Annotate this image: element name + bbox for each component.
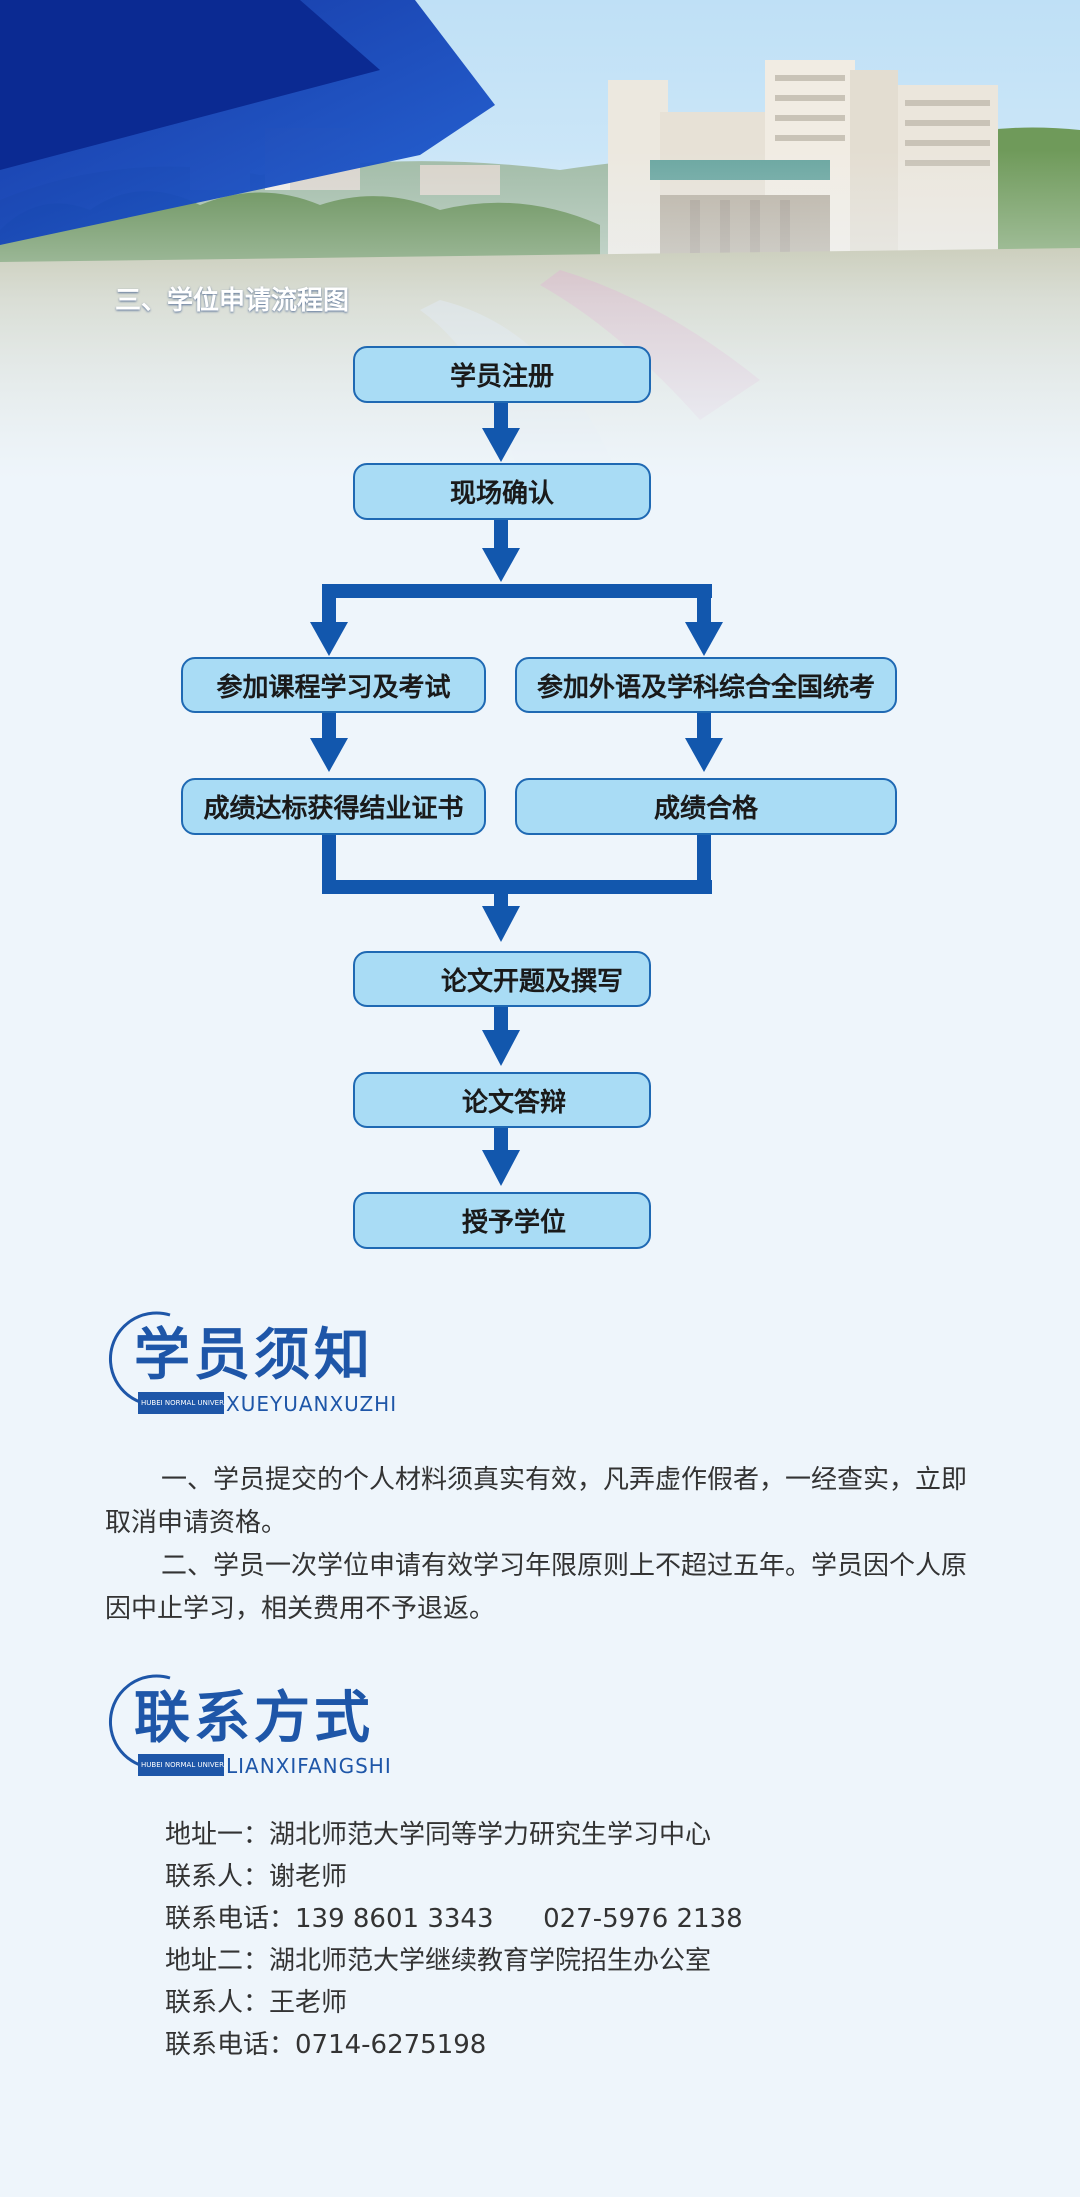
merge-right (697, 834, 711, 894)
step-exam: 参加外语及学科综合全国统考 (515, 657, 897, 713)
split-bar (322, 584, 712, 598)
flow-connectors (310, 402, 723, 1186)
arrow-exam-pass (697, 712, 711, 740)
contact-title-arc (109, 1674, 171, 1768)
contact-person-1: 联系人：谢老师 (165, 1862, 348, 1892)
step-course: 参加课程学习及考试 (181, 657, 486, 713)
contact-list: 地址一：湖北师范大学同等学力研究生学习中心 联系人：谢老师 联系电话：139 8… (165, 1814, 743, 2066)
step-confirm: 现场确认 (353, 463, 651, 520)
campus-photo (0, 0, 1080, 480)
step-defense: 论文答辩 (353, 1072, 651, 1128)
contact-subtitle: LIANXIFANGSHI (226, 1754, 392, 1778)
notice-tag: HUBEI NORMAL UNIVERSITY (138, 1392, 224, 1414)
step-thesis: 论文开题及撰写 (353, 951, 651, 1007)
flow-heading: 三、学位申请流程图 (115, 286, 350, 316)
notice-paragraph: 二、学员一次学位申请有效学习年限原则上不超过五年。学员因个人原因中止学习，相关费… (105, 1551, 968, 1624)
arrow-register-confirm (494, 402, 508, 430)
contact-tag: HUBEI NORMAL UNIVERSITY (138, 1754, 224, 1776)
merge-left (322, 834, 336, 894)
notice-subtitle: XUEYUANXUZHI (226, 1392, 398, 1416)
contact-person-2: 联系人：王老师 (165, 1988, 348, 2018)
contact-phone-1: 联系电话：139 8601 3343 027-5976 2138 (165, 1904, 743, 1934)
notice-paragraph: 一、学员提交的个人材料须真实有效，凡弄虚作假者，一经查实，立即取消申请资格。 (105, 1465, 968, 1538)
notice-body: 一、学员提交的个人材料须真实有效，凡弄虚作假者，一经查实，立即取消申请资格。 二… (105, 1459, 990, 1631)
contact-title: 联系方式 (134, 1686, 374, 1751)
contact-address-2: 地址二：湖北师范大学继续教育学院招生办公室 (165, 1946, 712, 1976)
arrow-confirm-split (494, 520, 508, 550)
notice-title: 学员须知 (134, 1323, 374, 1388)
merge-bar (322, 880, 712, 894)
step-degree: 授予学位 (353, 1192, 651, 1249)
contact-phone-2: 联系电话：0714-6275198 (165, 2030, 487, 2060)
step-certificate: 成绩达标获得结业证书 (181, 778, 486, 835)
arrow-course-cert (322, 712, 336, 740)
arrow-defense-degree (494, 1126, 508, 1152)
step-pass: 成绩合格 (515, 778, 897, 835)
notice-title-arc (109, 1311, 171, 1405)
step-register: 学员注册 (353, 346, 651, 403)
contact-address-1: 地址一：湖北师范大学同等学力研究生学习中心 (165, 1820, 712, 1850)
arrow-thesis-defense (494, 1006, 508, 1032)
